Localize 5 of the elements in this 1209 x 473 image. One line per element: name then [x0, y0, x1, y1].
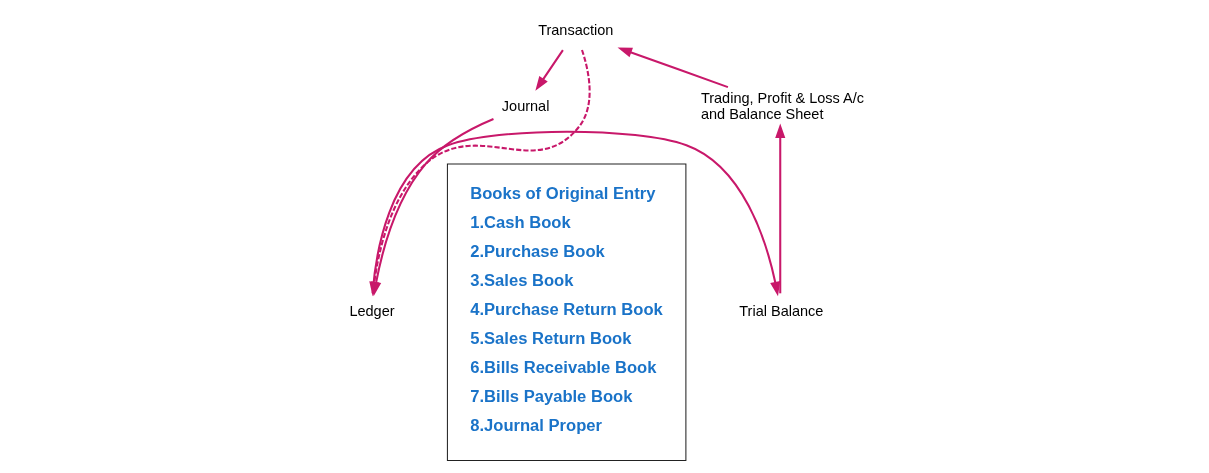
node-text: Ledger [349, 303, 395, 320]
node-text: Trading, Profit & Loss A/c and Balance Sheet [700, 89, 864, 122]
node-text: Transaction [538, 22, 614, 39]
node-text: Journal [501, 97, 550, 114]
node-text: Trial Balance [739, 303, 824, 320]
